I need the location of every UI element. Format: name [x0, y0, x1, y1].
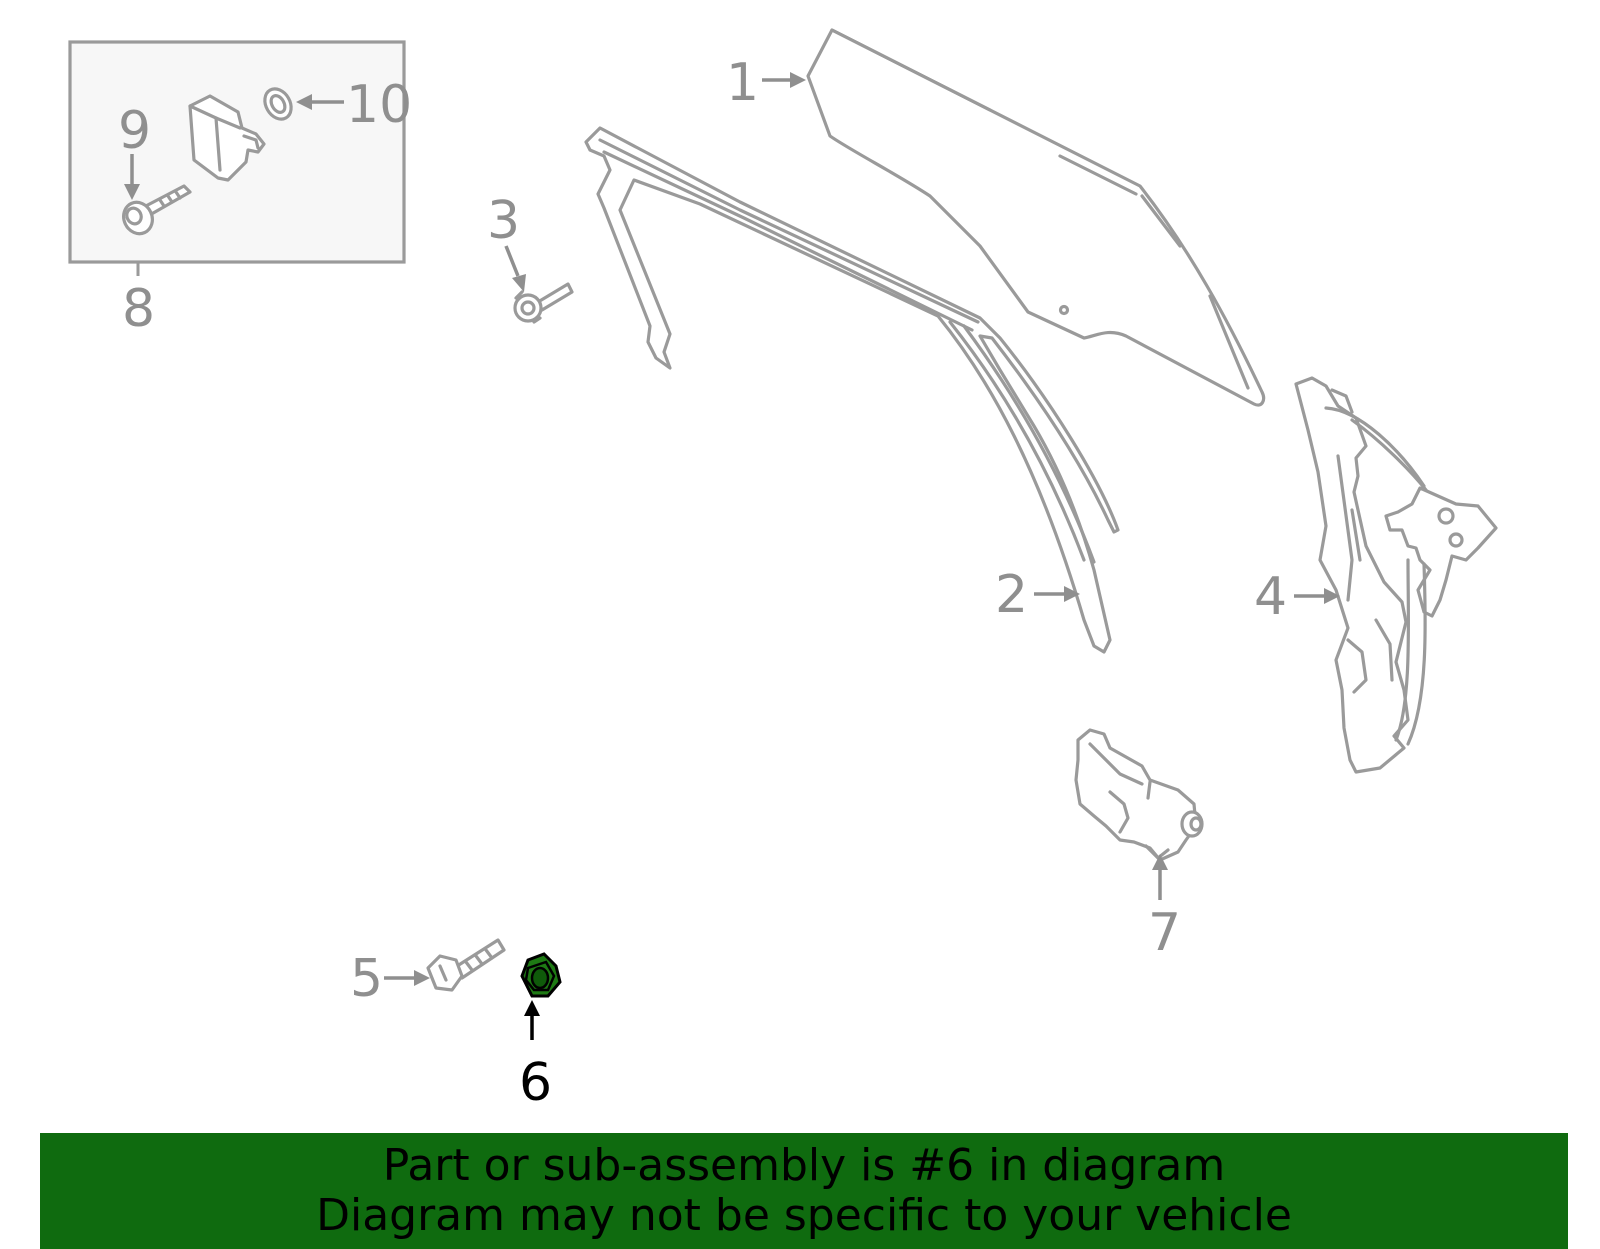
module-part-icon	[188, 94, 266, 182]
arrow-7-head	[1152, 854, 1168, 870]
window-motor-icon	[1074, 728, 1204, 862]
callout-8: 8	[122, 279, 155, 339]
arrow-9-head	[124, 184, 140, 200]
bolt-5-icon	[426, 938, 506, 992]
callout-4: 4	[1254, 567, 1287, 627]
arrow-4-head	[1324, 588, 1340, 604]
bolt-3-icon	[513, 282, 574, 324]
door-glass-icon	[806, 28, 1266, 407]
arrow-5-head	[414, 970, 430, 986]
callout-9: 9	[118, 101, 151, 161]
window-regulator-icon	[1294, 376, 1498, 774]
banner-line-1: Part or sub-assembly is #6 in diagram	[382, 1140, 1226, 1191]
bolt-9-icon	[122, 184, 192, 236]
arrow-10-head	[296, 94, 312, 110]
callout-3: 3	[487, 191, 520, 251]
callout-6: 6	[519, 1053, 552, 1113]
arrow-1-head	[790, 72, 806, 88]
banner-line-2: Diagram may not be specific to your vehi…	[316, 1190, 1292, 1241]
callout-5: 5	[350, 949, 383, 1009]
callout-7: 7	[1148, 903, 1181, 963]
arrow-3	[504, 245, 520, 277]
info-banner: Part or sub-assembly is #6 in diagram Di…	[40, 1133, 1568, 1249]
callout-10: 10	[346, 75, 412, 135]
glass-run-channel-icon	[584, 126, 1120, 654]
arrow-2-head	[1064, 586, 1080, 602]
nut-10-icon	[263, 87, 293, 121]
callout-2: 2	[995, 565, 1028, 625]
arrow-3-head	[512, 274, 526, 292]
banner-background	[40, 1133, 1568, 1249]
nut-6-highlighted-icon	[520, 952, 562, 998]
arrow-6-head	[524, 1000, 540, 1016]
callout-1: 1	[726, 53, 759, 113]
